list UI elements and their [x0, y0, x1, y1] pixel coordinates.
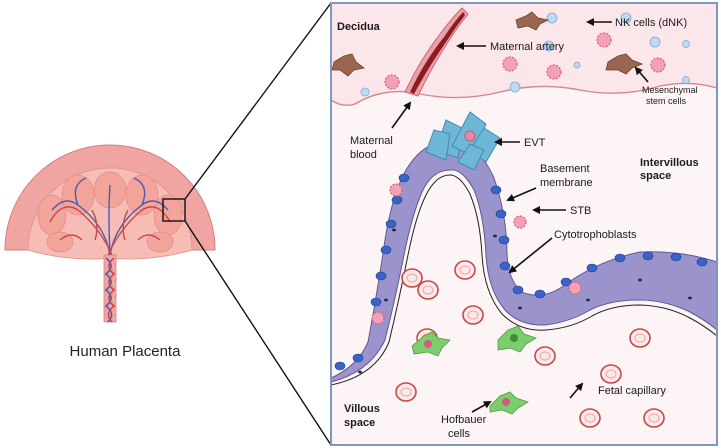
arrow-hofbauer	[471, 401, 492, 413]
label-maternal-blood-1: Maternal	[350, 135, 393, 147]
zoom-panel-border	[330, 2, 718, 446]
label-villous-1: Villous	[344, 403, 380, 415]
red-blood-cells	[395, 260, 665, 428]
villus-syncytium	[330, 141, 718, 383]
arrow-mesenchymal	[634, 66, 649, 83]
villus-inner-membrane	[330, 174, 718, 386]
cotyledons	[37, 171, 183, 253]
arrow-maternal-blood	[391, 101, 412, 129]
label-maternal-artery: Maternal artery	[490, 41, 564, 53]
label-cytotrophoblasts: Cytotrophoblasts	[554, 229, 637, 241]
zoom-line-top	[184, 2, 332, 200]
hofbauer-cells	[411, 325, 537, 415]
label-stb: STB	[570, 205, 591, 217]
trophoblast-nuclei	[334, 173, 708, 371]
label-hofbauer-1: Hofbauer	[441, 414, 487, 426]
label-nk-cells: NK cells (dNK)	[615, 17, 687, 29]
decidua-boundary	[330, 82, 718, 107]
zoom-panel	[330, 2, 718, 446]
label-hofbauer-2: cells	[448, 428, 471, 440]
label-evt: EVT	[524, 137, 546, 149]
syncytial-nuclei	[358, 228, 692, 374]
decidua-band	[331, 3, 717, 106]
nk-cells	[371, 32, 666, 325]
label-fetal-capillary: Fetal capillary	[598, 385, 666, 397]
label-basement-2: membrane	[540, 177, 593, 189]
label-villous-2: space	[344, 417, 375, 429]
label-intervillous-2: space	[640, 170, 671, 182]
labels: Decidua Maternal artery NK cells (dNK) M…	[337, 17, 699, 440]
mesenchymal-stem-cells	[331, 11, 644, 77]
placenta-illustration	[4, 144, 216, 323]
arrow-basement	[506, 187, 537, 202]
umbilical-cord	[103, 254, 117, 323]
label-mesenchymal-2: stem cells	[646, 96, 687, 106]
arrow-fetal-capillary	[569, 382, 584, 399]
label-decidua: Decidua	[337, 21, 381, 33]
zoom-line-bottom	[184, 220, 332, 446]
label-basement-1: Basement	[540, 163, 590, 175]
placenta-label: Human Placenta	[70, 343, 182, 360]
maternal-artery	[404, 7, 469, 97]
zoom-box	[162, 198, 186, 222]
label-arrows	[391, 18, 649, 413]
label-intervillous-1: Intervillous	[640, 157, 699, 169]
arrow-cytotrophoblasts	[508, 237, 553, 274]
label-mesenchymal-1: Mesenchymal	[642, 85, 698, 95]
label-maternal-blood-2: blood	[350, 149, 377, 161]
